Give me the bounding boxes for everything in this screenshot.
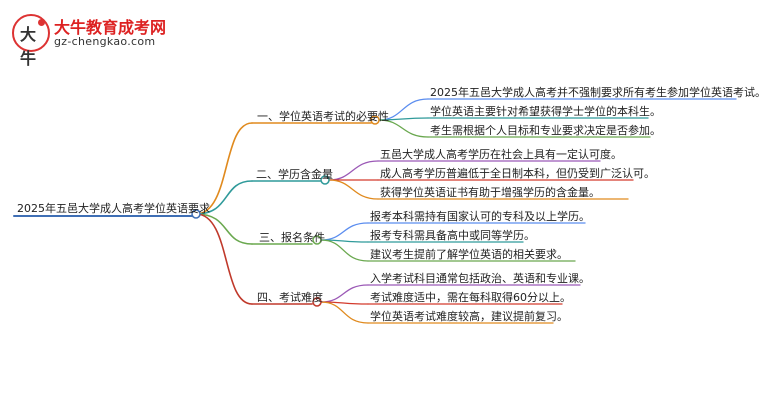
leaf-3-1: 报考本科需持有国家认可的专科及以上学历。 <box>370 210 590 223</box>
leaf-2-3-connector <box>328 179 379 200</box>
root-node-icon <box>191 209 201 219</box>
leaf-2-1-connector <box>328 160 379 181</box>
branch-4-connector <box>195 213 253 305</box>
leaf-3-1-connector <box>320 222 369 241</box>
branch-2-connector <box>195 180 253 215</box>
leaf-2-1: 五邑大学成人高考学历在社会上具有一定认可度。 <box>380 148 622 161</box>
logo-badge-icon: 大牛 <box>12 14 50 68</box>
site-logo: 大牛 大牛教育成考网 gz-chengkao.com <box>12 14 172 68</box>
leaf-4-3-connector <box>320 301 369 324</box>
branch-3-label: 三、报名条件 <box>259 231 325 244</box>
logo-url: gz-chengkao.com <box>54 35 156 48</box>
leaf-1-3-connector <box>378 119 429 138</box>
branch-2-node-icon <box>320 175 330 185</box>
leaf-3-3: 建议考生提前了解学位英语的相关要求。 <box>370 248 568 261</box>
branch-1-node-icon <box>370 115 380 125</box>
branch-3-node-icon <box>312 235 322 245</box>
branch-4-node-icon <box>312 297 322 307</box>
leaf-1-3: 考生需根据个人目标和专业要求决定是否参加。 <box>430 124 661 137</box>
branch-4-label: 四、考试难度 <box>257 291 323 304</box>
leaf-4-1-connector <box>320 284 369 303</box>
branch-3-connector <box>195 213 253 245</box>
root-node: 2025年五邑大学成人高考学位英语要求 <box>17 202 210 215</box>
logo-title: 大牛教育成考网 <box>54 18 167 37</box>
leaf-4-1: 入学考试科目通常包括政治、英语和专业课。 <box>370 272 590 285</box>
branch-1-label: 一、学位英语考试的必要性 <box>257 110 389 123</box>
logo-badge-text: 大牛 <box>20 25 37 68</box>
leaf-4-3: 学位英语考试难度较高，建议提前复习。 <box>370 310 568 323</box>
branch-1-connector <box>195 122 253 215</box>
leaf-2-2: 成人高考学历普遍低于全日制本科，但仍受到广泛认可。 <box>380 167 655 180</box>
leaf-2-3: 获得学位英语证书有助于增强学历的含金量。 <box>380 186 600 199</box>
leaf-4-2: 考试难度适中，需在每科取得60分以上。 <box>370 291 571 304</box>
leaf-1-1: 2025年五邑大学成人高考并不强制要求所有考生参加学位英语考试。 <box>430 86 766 99</box>
mindmap-connectors <box>13 98 737 324</box>
leaf-3-2: 报考专科需具备高中或同等学历。 <box>370 229 535 242</box>
leaf-1-2: 学位英语主要针对希望获得学士学位的本科生。 <box>430 105 661 118</box>
logo-dot-icon <box>38 19 45 26</box>
branch-2-label: 二、学历含金量 <box>256 168 333 181</box>
leaf-3-3-connector <box>320 239 369 262</box>
